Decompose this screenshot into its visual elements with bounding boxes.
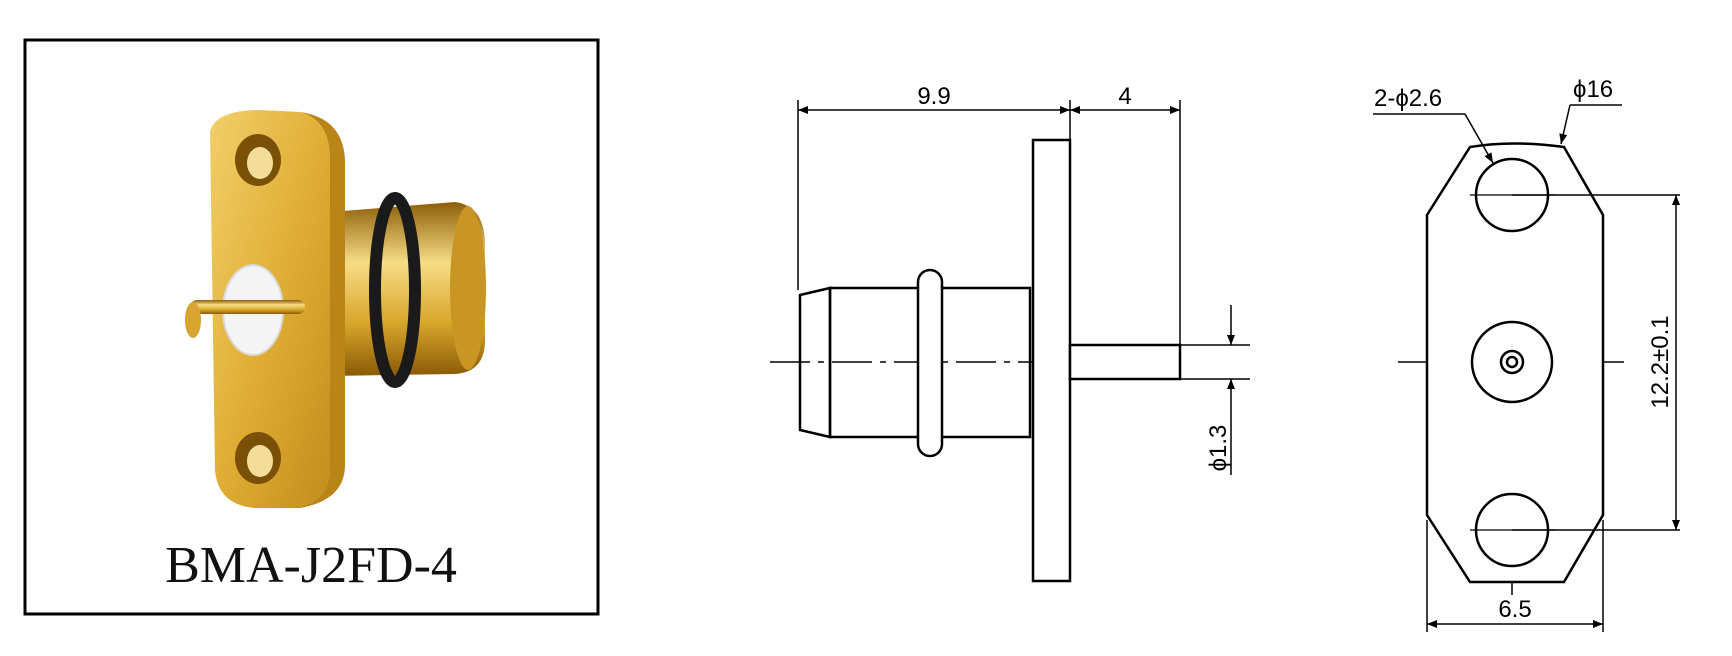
- dim-pin-length: 4: [1118, 83, 1131, 110]
- flange-edge: [290, 112, 345, 508]
- center-pin: [190, 300, 305, 314]
- side-view-text: 9.9 4 ϕ1.3: [917, 83, 1232, 471]
- dim-outline-diameter: ϕ16: [1573, 76, 1613, 103]
- front-view-drawing: [1373, 104, 1680, 632]
- center-bore: [1470, 320, 1554, 404]
- mount-hole-bottom-inner: [247, 445, 273, 477]
- dim-flange-width: 6.5: [1498, 596, 1531, 623]
- gasket-ring: [369, 192, 421, 388]
- pin-tip: [185, 302, 201, 338]
- connector-barrel: [330, 202, 485, 376]
- center-pin-inner: [1505, 355, 1519, 369]
- flange-plate: [1031, 138, 1072, 583]
- photo-panel: BMA-J2FD-4: [23, 38, 600, 616]
- dim-pin-diameter: ϕ1.3: [1205, 425, 1232, 472]
- dim-body-length: 9.9: [917, 83, 950, 110]
- solder-pin: [1068, 343, 1182, 381]
- side-view-drawing: [770, 100, 1250, 583]
- barrel-end: [450, 206, 486, 370]
- dim-hole-spacing: 12.2±0.1: [1647, 315, 1674, 408]
- mount-hole-top-inner: [247, 147, 273, 179]
- flange-outline: [1425, 142, 1605, 584]
- leader-holes-arrow: [1464, 113, 1494, 164]
- body-ring: [916, 268, 944, 458]
- connector-photo: [185, 110, 486, 508]
- front-view-text: 2-ϕ2.6 ϕ16 12.2±0.1 6.5: [1374, 76, 1674, 623]
- part-number-label: BMA-J2FD-4: [165, 537, 457, 594]
- dim-mount-holes: 2-ϕ2.6: [1374, 85, 1442, 112]
- center-pin-outer: [1499, 349, 1525, 375]
- leader-outline-arrow: [1559, 104, 1571, 145]
